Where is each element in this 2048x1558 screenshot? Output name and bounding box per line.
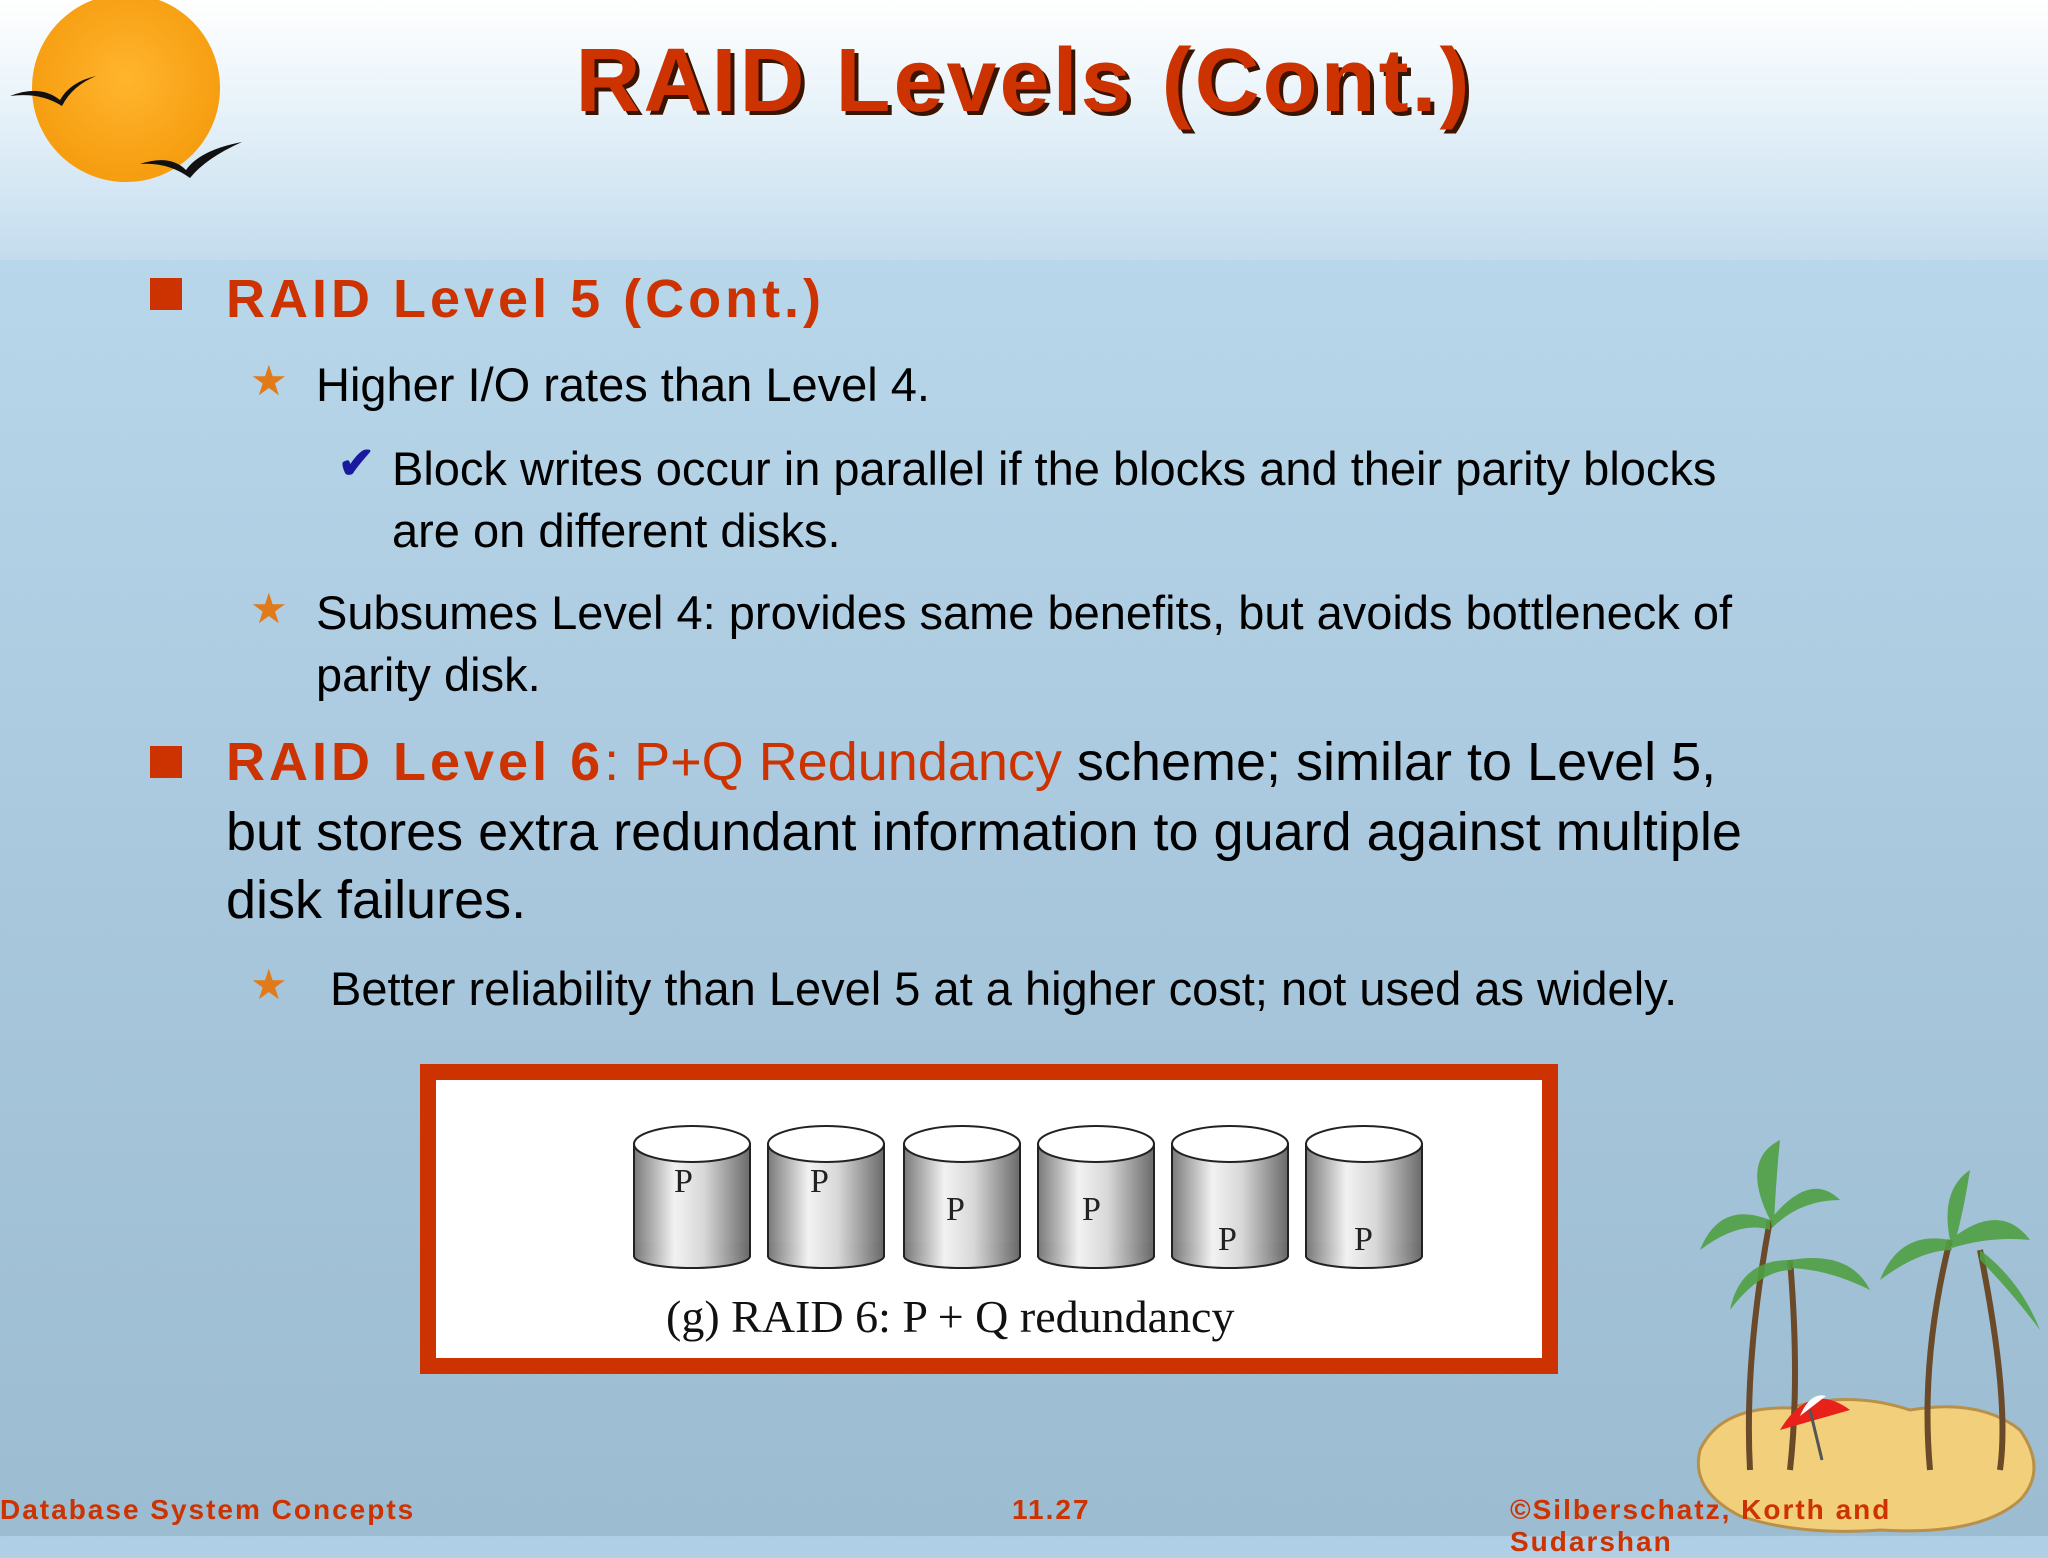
footer-copyright: ©Silberschatz, Korth and Sudarshan — [1510, 1494, 1892, 1557]
level6-line3: disk failures. — [226, 870, 527, 930]
footer-book-title: Database System Concepts — [0, 1494, 416, 1525]
disk-parity-label: P — [1082, 1191, 1101, 1228]
square-bullet — [150, 746, 182, 778]
disk-icon — [767, 1125, 885, 1269]
disk-parity-label: P — [1354, 1221, 1373, 1258]
disk-array-diagram: P P P P P P — [633, 1125, 1423, 1269]
raid6-figure-panel: P P P P P P (g) RAID 6: P + Q redundancy — [436, 1080, 1542, 1358]
level5-point-1-detail-line2: are on different disks. — [392, 504, 841, 557]
level5-point-1: Higher I/O rates than Level 4. — [316, 358, 930, 411]
level5-point-2-line1: Subsumes Level 4: provides same benefits… — [316, 586, 1733, 639]
palm-island-icon — [1696, 1140, 2040, 1533]
level5-point-2-line2: parity disk. — [316, 648, 541, 701]
level6-heading: RAID Level 6 — [226, 732, 605, 792]
footer-slide-number: 11.27 — [1012, 1494, 1091, 1525]
sun-with-birds-icon — [10, 0, 242, 182]
raid6-figure: P P P P P P (g) RAID 6: P + Q redundancy — [420, 1064, 1558, 1374]
star-bullet: ★ — [250, 961, 288, 1008]
disk-parity-label: P — [1218, 1221, 1237, 1258]
star-bullet: ★ — [250, 585, 288, 632]
level6-line1-rest: scheme; similar to Level 5, — [1061, 732, 1717, 792]
figure-caption: (g) RAID 6: P + Q redundancy — [666, 1291, 1235, 1342]
checkmark-bullet: ✔ — [338, 439, 375, 488]
disk-icon — [1305, 1125, 1423, 1269]
level5-heading: RAID Level 5 (Cont.) — [226, 269, 826, 329]
disk-parity-label: P — [946, 1191, 965, 1228]
square-bullet — [150, 278, 182, 310]
disk-icon — [633, 1125, 751, 1269]
disk-parity-label: P — [674, 1163, 693, 1200]
disk-icon — [1171, 1125, 1289, 1269]
slide-title: RAID Levels (Cont.) — [575, 31, 1473, 131]
level6-line2: but stores extra redundant information t… — [226, 802, 1742, 862]
level6-scheme-name: : P+Q Redundancy — [604, 732, 1062, 792]
level5-point-1-detail-line1: Block writes occur in parallel if the bl… — [392, 442, 1717, 495]
level6-line1: RAID Level 6: P+Q Redundancy scheme; sim… — [226, 728, 1716, 797]
level6-point-1: Better reliability than Level 5 at a hig… — [330, 962, 1678, 1015]
disk-parity-label: P — [810, 1163, 829, 1200]
header-band — [0, 0, 2048, 260]
star-bullet: ★ — [250, 357, 288, 404]
disk-icon — [1037, 1125, 1155, 1269]
disk-icon — [903, 1125, 1021, 1269]
